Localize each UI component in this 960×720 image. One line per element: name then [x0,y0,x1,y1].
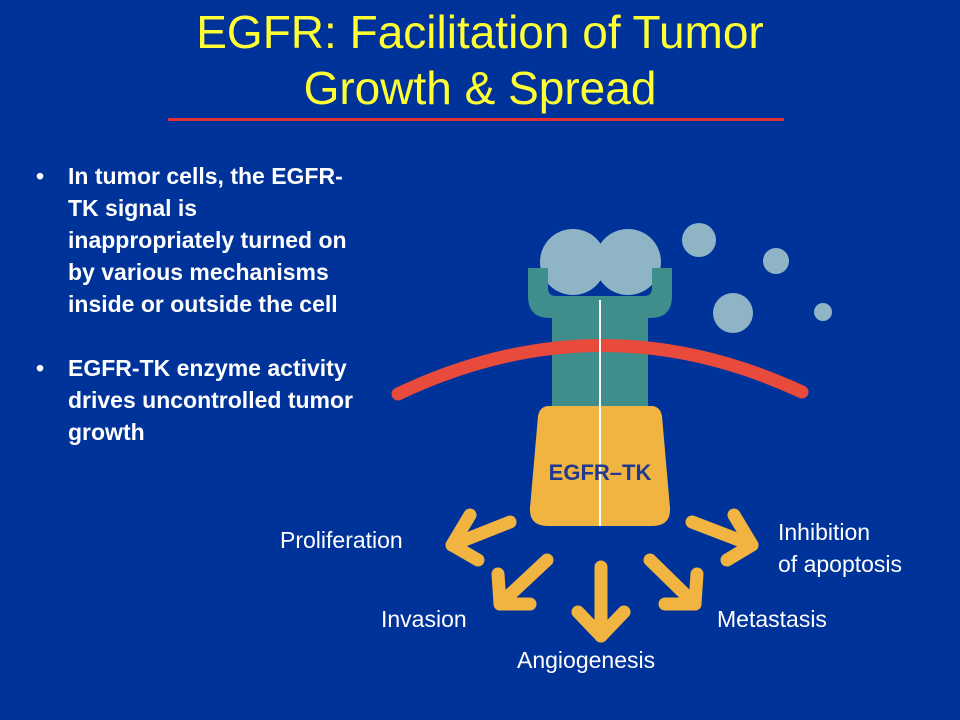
label-inhibition-line-2: of apoptosis [778,551,903,577]
label-metastasis: Metastasis [717,606,827,632]
bullet-item: • EGFR-TK enzyme activity drives uncontr… [30,352,360,448]
receptor-label: EGFR–TK [549,460,652,485]
arrow-invasion [491,553,554,611]
label-inhibition-line-1: Inhibition [778,519,871,545]
ligand-bubble [682,223,716,257]
arrow-proliferation [445,508,517,567]
bullet-text: In tumor cells, the EGFR-TK signal is in… [68,163,347,317]
ligand-bubble [814,303,832,321]
ligand-bubble [713,293,753,333]
arrow-inhibition-of-apoptosis [685,508,759,567]
bullet-mark: • [36,163,45,189]
bullet-text: EGFR-TK enzyme activity drives uncontrol… [68,355,353,445]
ligand-bubble [763,248,789,274]
receptor-ligand-head [595,229,661,295]
bullet-mark: • [36,355,45,381]
bullet-item: • In tumor cells, the EGFR-TK signal is … [30,160,360,320]
title-line-1: EGFR: Facilitation of Tumor [196,6,764,58]
bullet-list: • In tumor cells, the EGFR-TK signal is … [30,160,360,448]
slide-title: EGFR: Facilitation of Tumor Growth & Spr… [0,4,960,116]
receptor-ligand-head [540,229,606,295]
title-line-2: Growth & Spread [303,62,657,114]
label-angiogenesis: Angiogenesis [517,647,656,673]
arrow-metastasis [643,553,704,611]
label-invasion: Invasion [381,606,467,632]
title-underline [168,118,784,121]
arrow-angiogenesis [571,560,631,643]
label-proliferation: Proliferation [280,527,403,553]
